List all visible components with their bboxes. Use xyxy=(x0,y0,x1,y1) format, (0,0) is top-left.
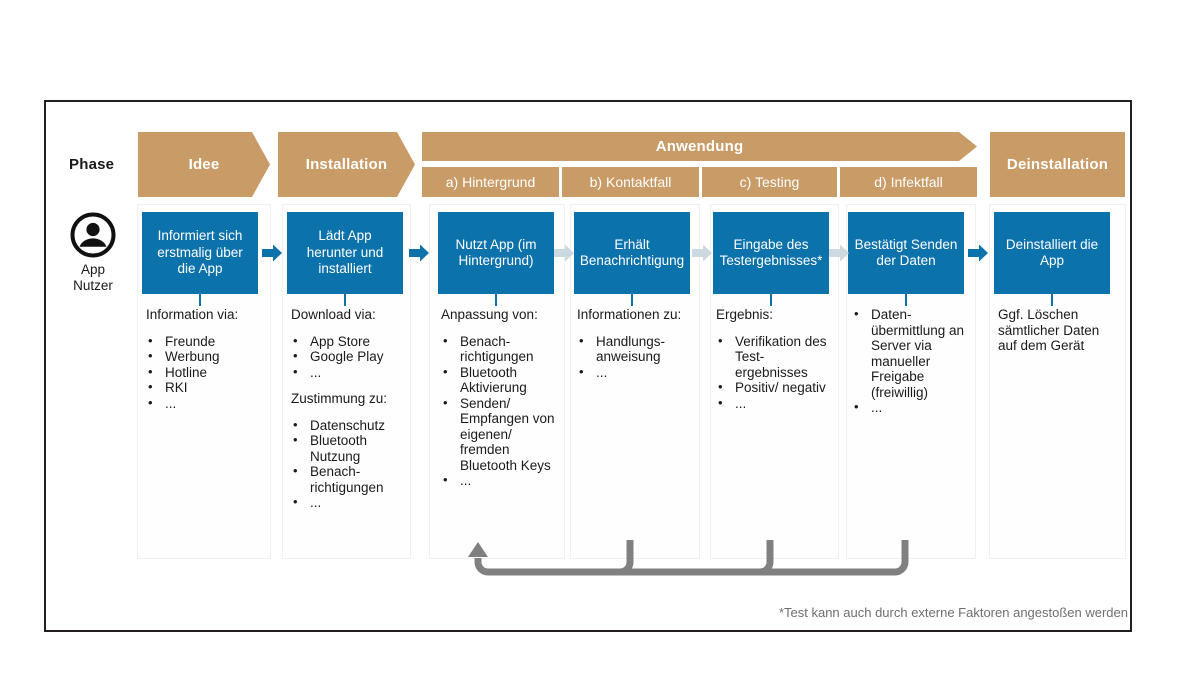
step-stem-4 xyxy=(631,294,633,306)
actor-label-line2: Nutzer xyxy=(73,277,113,293)
list-item: Senden/ Empfangen von eigenen/ fremden B… xyxy=(441,395,559,474)
step-stem-5 xyxy=(770,294,772,306)
list-item: ... xyxy=(441,472,559,489)
step-label-2: Lädt App herunter und installiert xyxy=(306,228,384,277)
footnote-text: *Test kann auch durch externe Faktoren a… xyxy=(778,605,1128,620)
list-item: Benach-richtigungen xyxy=(291,463,409,495)
detail-head-3: Anpassung von: xyxy=(441,307,538,322)
detail-list-5-0: Verifikation des Test-ergebnisses Positi… xyxy=(716,333,834,412)
step-box-5[interactable]: Eingabe des Testergebnisses* xyxy=(713,212,829,294)
list-item: ... xyxy=(852,399,972,416)
step-stem-2 xyxy=(344,294,346,306)
step-label-5: Eingabe des Testergebnisses* xyxy=(719,236,823,269)
phase-label-anwendung: Anwendung xyxy=(655,138,744,155)
subphase-header-infektfall[interactable]: d) Infektfall xyxy=(840,167,977,197)
step-box-3[interactable]: Nutzt App (im Hintergrund) xyxy=(438,212,554,294)
subphase-label-c: c) Testing xyxy=(739,174,800,190)
step-box-7[interactable]: Deinstalliert die App xyxy=(994,212,1110,294)
detail-list-3-0: Benach-richtigungen Bluetooth Aktivierun… xyxy=(441,333,559,489)
step-stem-1 xyxy=(199,294,201,306)
step-label-3: Nutzt App (im Hintergrund) xyxy=(455,236,537,269)
detail-subhead-2: Zustimmung zu: xyxy=(291,391,388,406)
flow-arrow-2-to-3 xyxy=(409,243,429,263)
subphase-label-b: b) Kontaktfall xyxy=(589,174,672,190)
detail-block-2: Download via: App Store Google Play ... … xyxy=(291,307,409,522)
list-item: Benach-richtigungen xyxy=(441,333,559,365)
step-stem-3 xyxy=(495,294,497,306)
list-item: Datenschutz xyxy=(291,417,409,434)
row-label-phase: Phase xyxy=(69,156,115,173)
detail-block-7: Ggf. Löschen sämtlicher Daten auf dem Ge… xyxy=(998,307,1120,365)
step-box-1[interactable]: Informiert sich erstmalig über die App xyxy=(142,212,258,294)
phase-header-anwendung[interactable]: Anwendung xyxy=(422,132,977,161)
detail-head-2: Download via: xyxy=(291,307,376,322)
step-stem-6 xyxy=(905,294,907,306)
detail-block-1: Information via: Freunde Werbung Hotline… xyxy=(146,307,264,422)
flow-arrow-6-to-7 xyxy=(968,243,988,263)
step-box-4[interactable]: Erhält Benachrichtigung xyxy=(574,212,690,294)
subphase-label-d: d) Infektfall xyxy=(874,174,943,190)
detail-head-5: Ergebnis: xyxy=(716,307,774,322)
step-label-1: Informiert sich erstmalig über die App xyxy=(157,228,243,277)
list-item: Daten-übermittlung an Server via manuell… xyxy=(852,306,972,400)
list-item: ... xyxy=(291,364,409,381)
flow-arrow-5-to-6 xyxy=(829,243,849,263)
list-item: Hotline xyxy=(146,364,264,381)
detail-head-1: Information via: xyxy=(146,307,239,322)
detail-block-5: Ergebnis: Verifikation des Test-ergebnis… xyxy=(716,307,834,422)
step-box-2[interactable]: Lädt App herunter und installiert xyxy=(287,212,403,294)
phase-header-deinstallation[interactable]: Deinstallation xyxy=(990,132,1125,197)
phase-header-idee[interactable]: Idee xyxy=(138,132,270,197)
detail-list-4-0: Handlungs-anweisung ... xyxy=(577,333,695,381)
list-item: Bluetooth Aktivierung xyxy=(441,364,559,396)
detail-head-7: Ggf. Löschen sämtlicher Daten auf dem Ge… xyxy=(998,307,1100,353)
detail-list-1-0: Freunde Werbung Hotline RKI ... xyxy=(146,333,264,412)
list-item: Werbung xyxy=(146,348,264,365)
detail-block-4: Informationen zu: Handlungs-anweisung ..… xyxy=(577,307,695,391)
feedback-loop-arrows xyxy=(460,540,930,590)
step-box-6[interactable]: Bestätigt Senden der Daten xyxy=(848,212,964,294)
phase-label-installation: Installation xyxy=(305,156,388,173)
flow-arrow-1-to-2 xyxy=(262,243,282,263)
detail-list-2-1: Datenschutz Bluetooth Nutzung Benach-ric… xyxy=(291,417,409,511)
list-item: Verifikation des Test-ergebnisses xyxy=(716,333,834,381)
list-item: Bluetooth Nutzung xyxy=(291,432,409,464)
step-label-4: Erhält Benachrichtigung xyxy=(579,236,685,269)
actor-app-nutzer: App Nutzer xyxy=(62,212,124,293)
subphase-header-hintergrund[interactable]: a) Hintergrund xyxy=(422,167,559,197)
list-item: ... xyxy=(291,494,409,511)
step-stem-7 xyxy=(1051,294,1053,306)
detail-block-3: Anpassung von: Benach-richtigungen Bluet… xyxy=(441,307,559,500)
list-item: App Store xyxy=(291,333,409,350)
actor-label-line1: App xyxy=(80,262,106,277)
subphase-header-testing[interactable]: c) Testing xyxy=(702,167,837,197)
step-label-6: Bestätigt Senden der Daten xyxy=(854,236,958,269)
step-label-7: Deinstalliert die App xyxy=(1005,236,1099,269)
list-item: ... xyxy=(146,395,264,412)
subphase-label-a: a) Hintergrund xyxy=(445,174,536,190)
detail-list-6-0: Daten-übermittlung an Server via manuell… xyxy=(852,306,972,416)
list-item: RKI xyxy=(146,379,264,396)
list-item: Positiv/ negativ xyxy=(716,379,834,396)
list-item: Handlungs-anweisung xyxy=(577,333,695,365)
flow-arrow-3-to-4 xyxy=(554,243,574,263)
subphase-header-kontaktfall[interactable]: b) Kontaktfall xyxy=(562,167,699,197)
flow-arrow-4-to-5 xyxy=(692,243,712,263)
phase-label-deinstallation: Deinstallation xyxy=(1006,156,1109,173)
list-item: Freunde xyxy=(146,333,264,350)
list-item: ... xyxy=(716,395,834,412)
list-item: ... xyxy=(577,364,695,381)
user-avatar-icon xyxy=(70,212,116,258)
phase-header-installation[interactable]: Installation xyxy=(278,132,415,197)
detail-list-2-0: App Store Google Play ... xyxy=(291,333,409,381)
phase-label-idee: Idee xyxy=(188,156,220,173)
detail-head-4: Informationen zu: xyxy=(577,307,682,322)
list-item: Google Play xyxy=(291,348,409,365)
detail-block-6: Daten-übermittlung an Server via manuell… xyxy=(852,306,972,427)
